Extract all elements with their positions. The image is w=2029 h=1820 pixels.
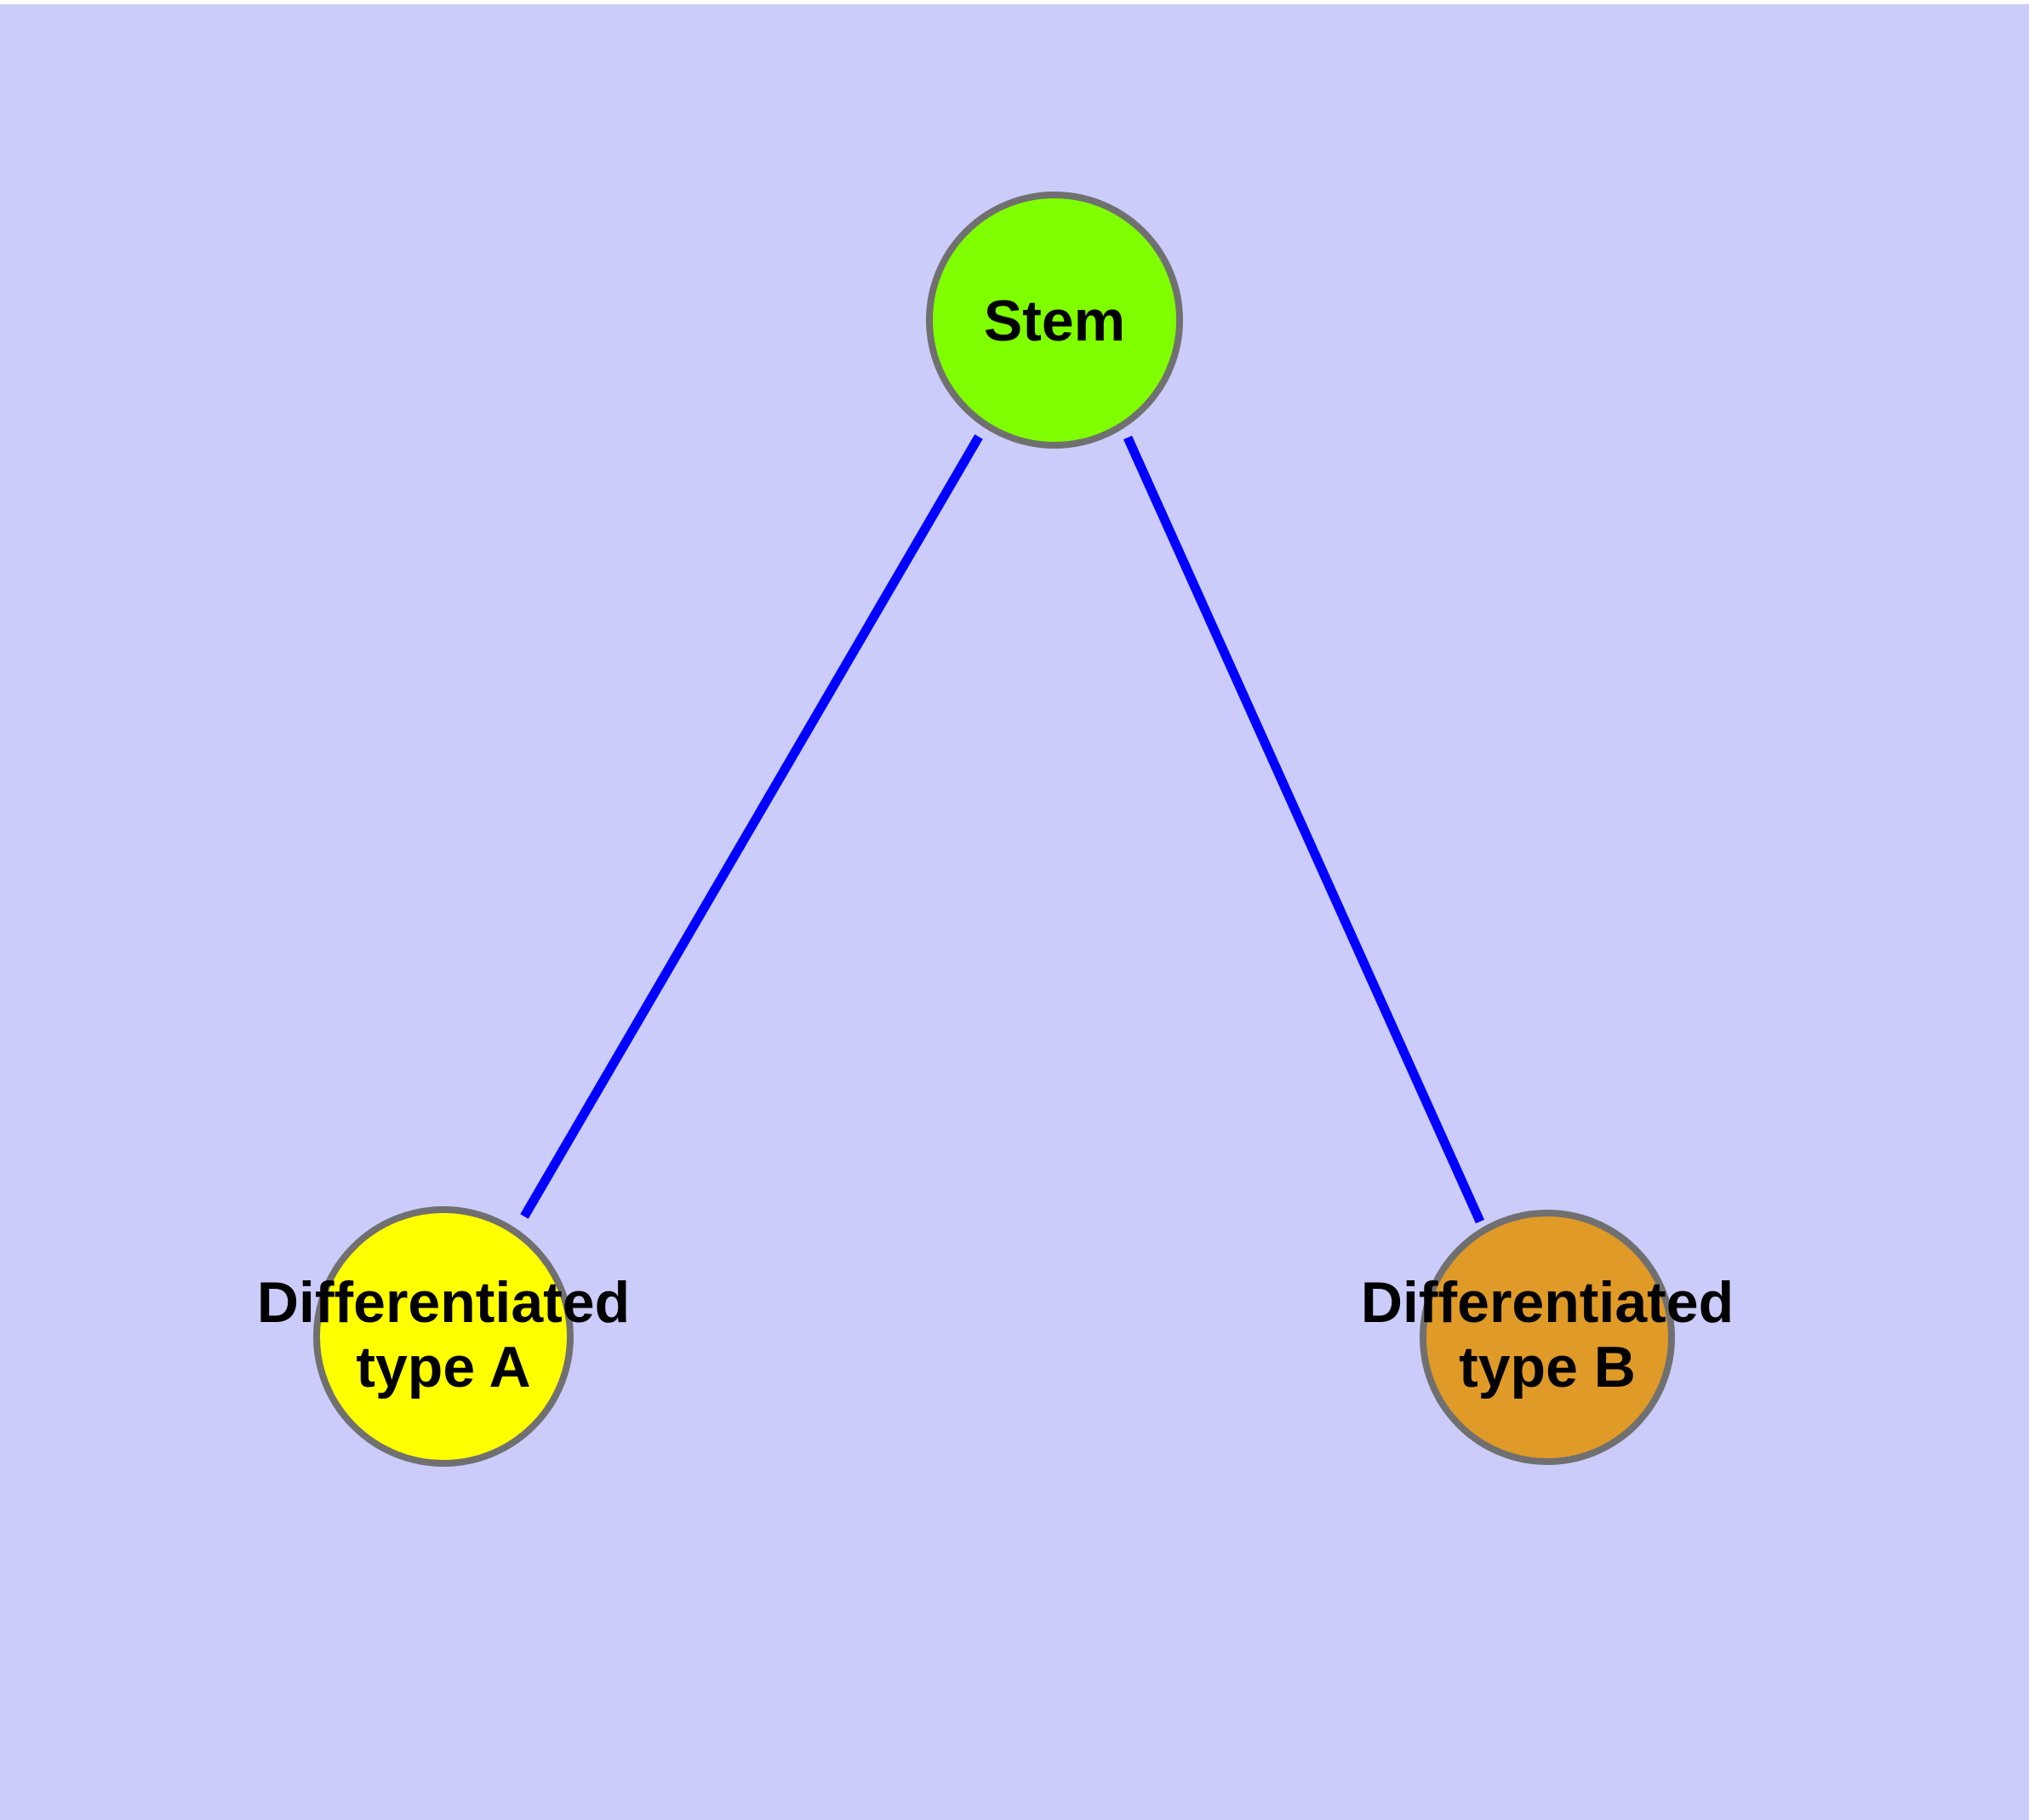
edge-layer [520,434,1485,1224]
node-stem[interactable] [926,192,1183,449]
edge-stem-to-differentiated-type-a [520,434,983,1219]
node-differentiated-type-b[interactable] [1420,1210,1675,1465]
node-differentiated-type-a[interactable] [313,1206,574,1467]
edge-stem-to-differentiated-type-b [1123,435,1485,1224]
